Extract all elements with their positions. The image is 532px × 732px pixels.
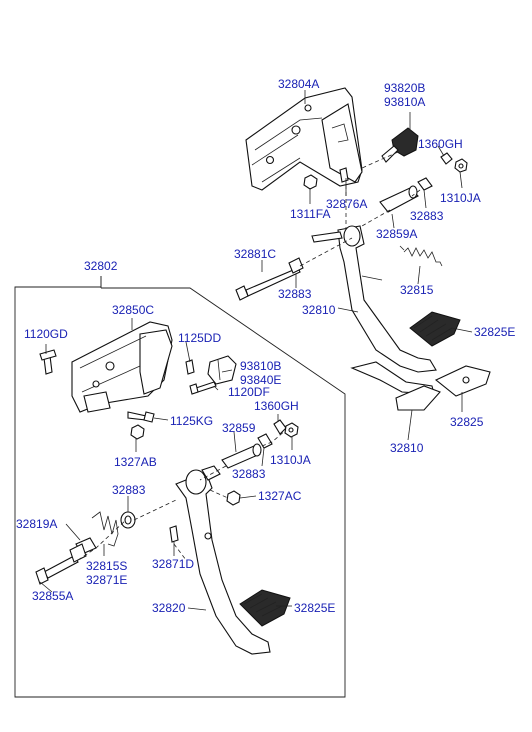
label-32883-upper: 32883 xyxy=(410,209,444,223)
bolt-1125KG xyxy=(127,411,155,423)
label-93810A: 93810A xyxy=(384,95,425,109)
switch-lower xyxy=(207,355,237,385)
clip-1360GH-lower xyxy=(273,419,287,435)
leader-lines xyxy=(39,90,473,611)
label-32883-left: 32883 xyxy=(112,483,146,497)
spring-32815S xyxy=(91,511,119,547)
sleeve-32859 xyxy=(221,443,262,469)
label-32850C: 32850C xyxy=(112,303,154,317)
label-93820B: 93820B xyxy=(384,81,425,95)
label-1120GD: 1120GD xyxy=(24,327,68,341)
label-32804A: 32804A xyxy=(278,77,319,91)
label-32825: 32825 xyxy=(450,415,484,429)
bolt-32855A xyxy=(35,543,87,585)
label-1360GH-lower: 1360GH xyxy=(254,399,299,413)
label-1311FA: 1311FA xyxy=(290,207,330,221)
bushing-32883-lower xyxy=(257,433,273,449)
pedal-bracket-upper xyxy=(245,87,363,191)
label-1120DF: 1120DF xyxy=(228,385,270,399)
label-1327AC: 1327AC xyxy=(258,489,302,503)
nut-1311FA xyxy=(303,174,318,190)
label-32859A: 32859A xyxy=(376,227,417,241)
label-32881C: 32881C xyxy=(234,247,276,261)
label-32802: 32802 xyxy=(84,259,118,273)
label-1125DD: 1125DD xyxy=(178,331,221,345)
assembly-32802-frame xyxy=(14,276,346,698)
nut-1327AC xyxy=(226,490,241,506)
label-32876A: 32876A xyxy=(326,197,367,211)
label-32815S: 32815S xyxy=(86,559,127,573)
pad-32825E-upper xyxy=(409,311,461,347)
label-32819A: 32819A xyxy=(16,517,57,531)
nut-1327AB xyxy=(130,424,145,440)
pin-32871D xyxy=(169,525,179,543)
label-1310JA-upper: 1310JA xyxy=(440,191,481,205)
bolt-1120DF xyxy=(189,381,217,395)
pin-32876A xyxy=(339,167,349,183)
bushing-32883-upper xyxy=(417,177,433,191)
pedal-32810 xyxy=(311,225,437,373)
label-32883-mid: 32883 xyxy=(278,287,312,301)
label-32810-upper: 32810 xyxy=(302,303,336,317)
label-32855A: 32855A xyxy=(32,589,73,603)
bolt-1120GD xyxy=(39,349,57,375)
label-1327AB: 1327AB xyxy=(114,455,157,469)
bolt-1125DD xyxy=(185,359,195,375)
bolt-32881C xyxy=(235,257,304,301)
label-1125KG: 1125KG xyxy=(170,414,213,428)
pedal-32810-lower xyxy=(350,361,441,411)
label-32871D: 32871D xyxy=(152,557,194,571)
label-1310JA-lower: 1310JA xyxy=(270,453,311,467)
pad-32825 xyxy=(434,365,491,397)
switch-upper xyxy=(381,127,419,163)
bushing-32883-left xyxy=(120,511,136,529)
label-1360GH-upper: 1360GH xyxy=(418,137,463,151)
part-labels: 32804A 93820B 93810A 1360GH 1310JA 1311F… xyxy=(16,77,515,615)
nut-1310JA-lower xyxy=(284,422,299,438)
label-32883-lower: 32883 xyxy=(232,467,266,481)
clip-1360GH-upper xyxy=(440,152,453,165)
pad-32825E-lower xyxy=(239,589,291,627)
label-32825E-lower: 32825E xyxy=(294,601,335,615)
label-32820: 32820 xyxy=(152,601,186,615)
label-32810-lower: 32810 xyxy=(390,441,424,455)
label-93840E: 93840E xyxy=(240,373,281,387)
label-32815: 32815 xyxy=(400,283,434,297)
label-93810B: 93810B xyxy=(240,359,281,373)
nut-1310JA-upper xyxy=(454,158,468,173)
label-32871E: 32871E xyxy=(86,573,127,587)
spring-32815 xyxy=(399,245,443,267)
pedal-bracket-lower xyxy=(71,321,173,413)
pedal-32820 xyxy=(175,465,271,655)
label-32859: 32859 xyxy=(222,421,256,435)
label-32825E-upper: 32825E xyxy=(474,325,515,339)
